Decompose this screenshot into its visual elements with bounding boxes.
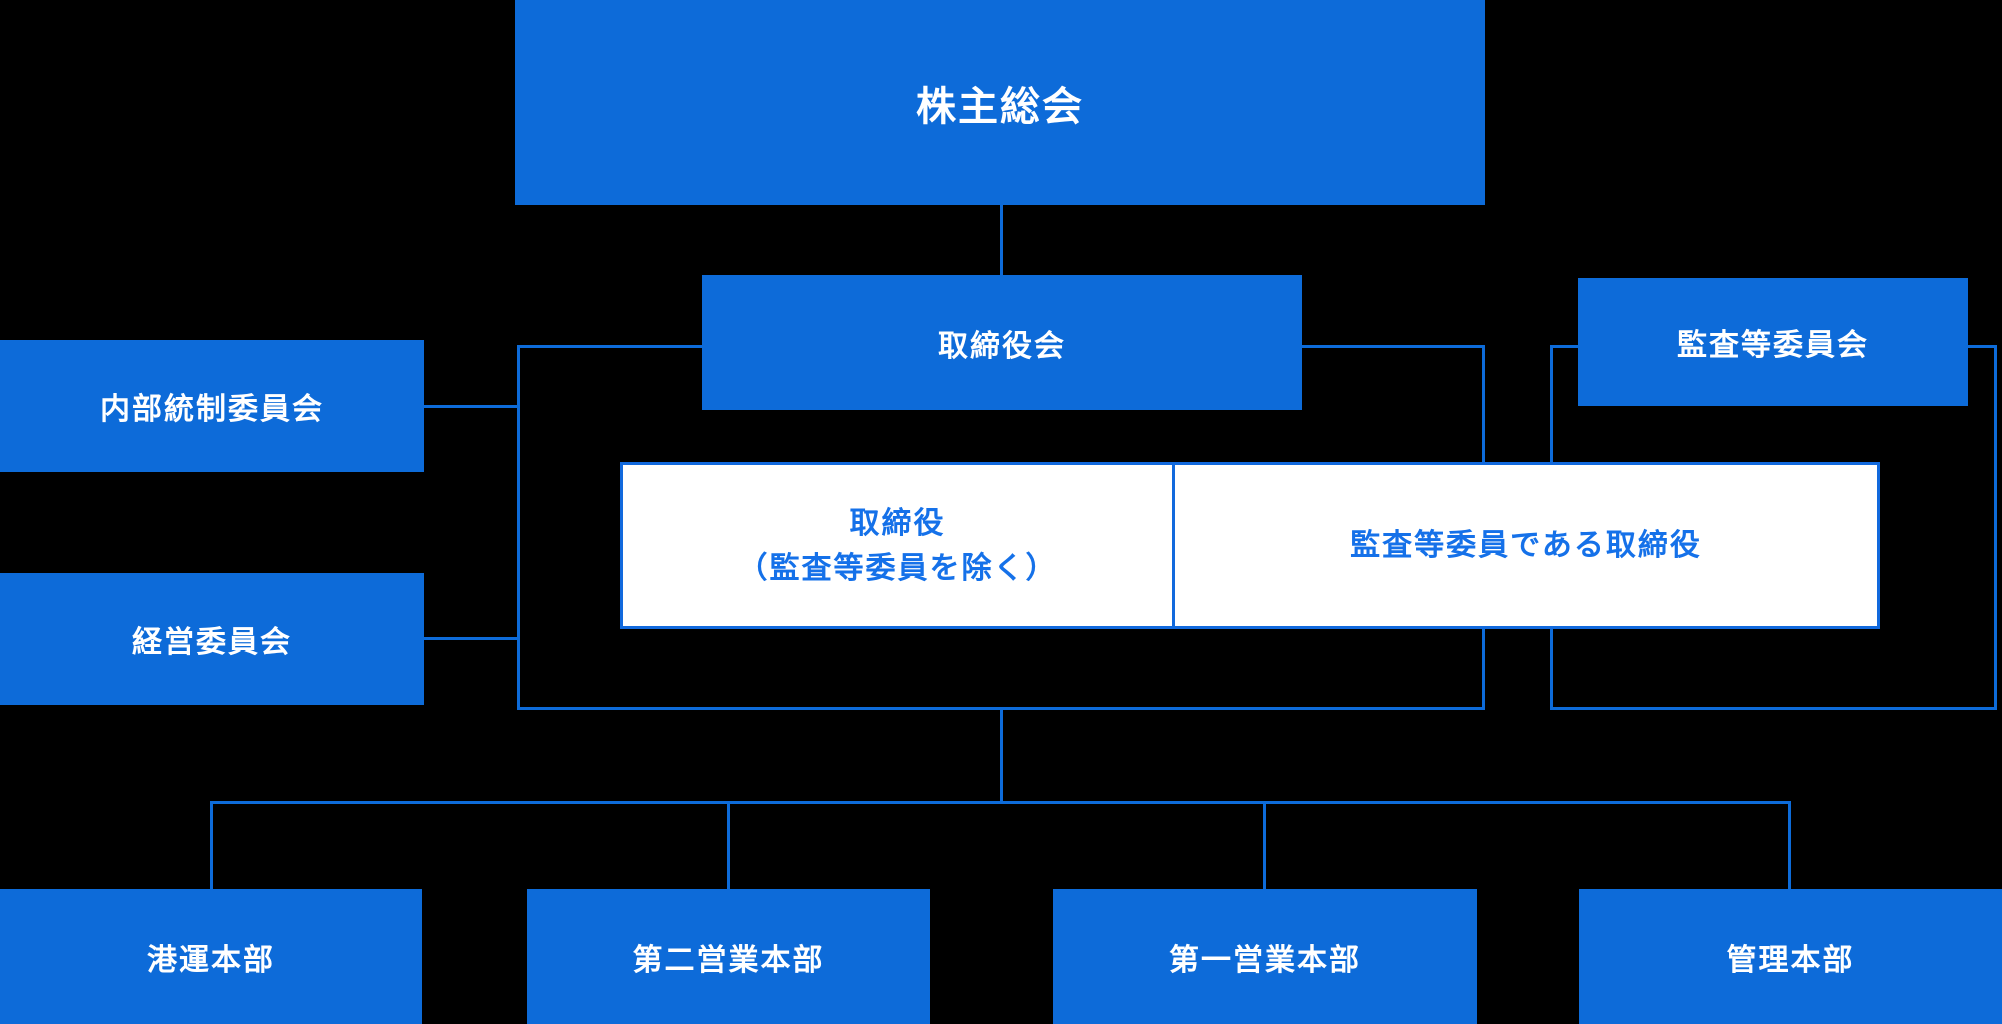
connector-divisions-rail xyxy=(210,801,1791,804)
internal-control-committee-label: 内部統制委員会 xyxy=(100,392,324,427)
board-of-directors-label: 取締役会 xyxy=(938,328,1066,364)
directors-excluding-audit-cell: 取締役 （監査等委員を除く） xyxy=(623,465,1175,626)
division-box-second-sales: 第二営業本部 xyxy=(527,889,930,1024)
audit-committee-directors-label: 監査等委員である取締役 xyxy=(1350,528,1702,563)
directors-excluding-audit-label-line2: （監査等委員を除く） xyxy=(737,550,1058,586)
connector-internal-control-link xyxy=(424,405,517,408)
shareholders-meeting-label: 株主総会 xyxy=(916,83,1084,130)
audit-committee-directors-cell: 監査等委員である取締役 xyxy=(1175,465,1877,626)
division-second-sales-label: 第二営業本部 xyxy=(632,942,825,978)
board-of-directors-box: 取締役会 xyxy=(702,275,1302,410)
directors-split-box: 取締役 （監査等委員を除く） 監査等委員である取締役 xyxy=(620,462,1880,629)
division-port-operations-label: 港運本部 xyxy=(147,942,275,978)
directors-excluding-audit-label-line1: 取締役 xyxy=(849,505,946,541)
division-first-sales-label: 第一営業本部 xyxy=(1169,942,1361,978)
internal-control-committee-box: 内部統制委員会 xyxy=(0,340,424,472)
division-administration-label: 管理本部 xyxy=(1726,942,1855,978)
audit-committee-label: 監査等委員会 xyxy=(1677,328,1869,363)
division-box-administration: 管理本部 xyxy=(1579,889,2002,1024)
connector-board-to-divisions-stem xyxy=(1000,710,1003,801)
management-committee-label: 経営委員会 xyxy=(132,625,292,660)
connector-drop-first-sales-division xyxy=(1263,801,1266,889)
connector-management-committee-link xyxy=(424,637,517,640)
connector-drop-admin-division xyxy=(1788,801,1791,889)
management-committee-box: 経営委員会 xyxy=(0,573,424,705)
division-box-port-operations: 港運本部 xyxy=(0,889,422,1024)
shareholders-meeting-box: 株主総会 xyxy=(515,0,1485,205)
connector-shareholders-to-board xyxy=(1000,205,1003,275)
connector-drop-second-sales-division xyxy=(727,801,730,889)
connector-drop-port-division xyxy=(210,801,213,889)
audit-committee-box: 監査等委員会 xyxy=(1578,278,1968,406)
division-box-first-sales: 第一営業本部 xyxy=(1053,889,1477,1024)
